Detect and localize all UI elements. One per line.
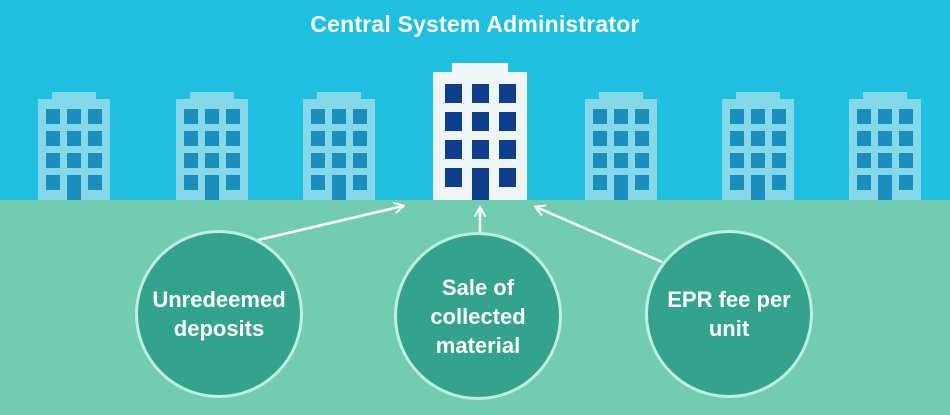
office-building-icon <box>303 92 375 200</box>
office-building-icon <box>176 92 248 200</box>
source-label-epr-fee-per-unit: EPR fee per unit <box>667 287 791 341</box>
arrow-unredeemed-to-admin <box>257 201 405 242</box>
office-building-icon <box>849 92 921 200</box>
central-office-building-icon <box>433 63 527 200</box>
source-label-sale-of-collected-material: Sale of collected material <box>430 274 526 358</box>
source-label-unredeemed-deposits: Unredeemed deposits <box>152 287 286 341</box>
source-circle-sale-of-collected-material: Sale of collected material <box>394 232 562 400</box>
arrow-epr-to-admin <box>534 204 663 264</box>
source-circle-epr-fee-per-unit: EPR fee per unit <box>645 230 813 398</box>
office-building-icon <box>585 92 657 200</box>
office-building-icon <box>38 92 110 200</box>
office-building-icon <box>722 92 794 200</box>
source-circle-unredeemed-deposits: Unredeemed deposits <box>135 230 303 398</box>
page-title: Central System Administrator <box>310 11 640 37</box>
